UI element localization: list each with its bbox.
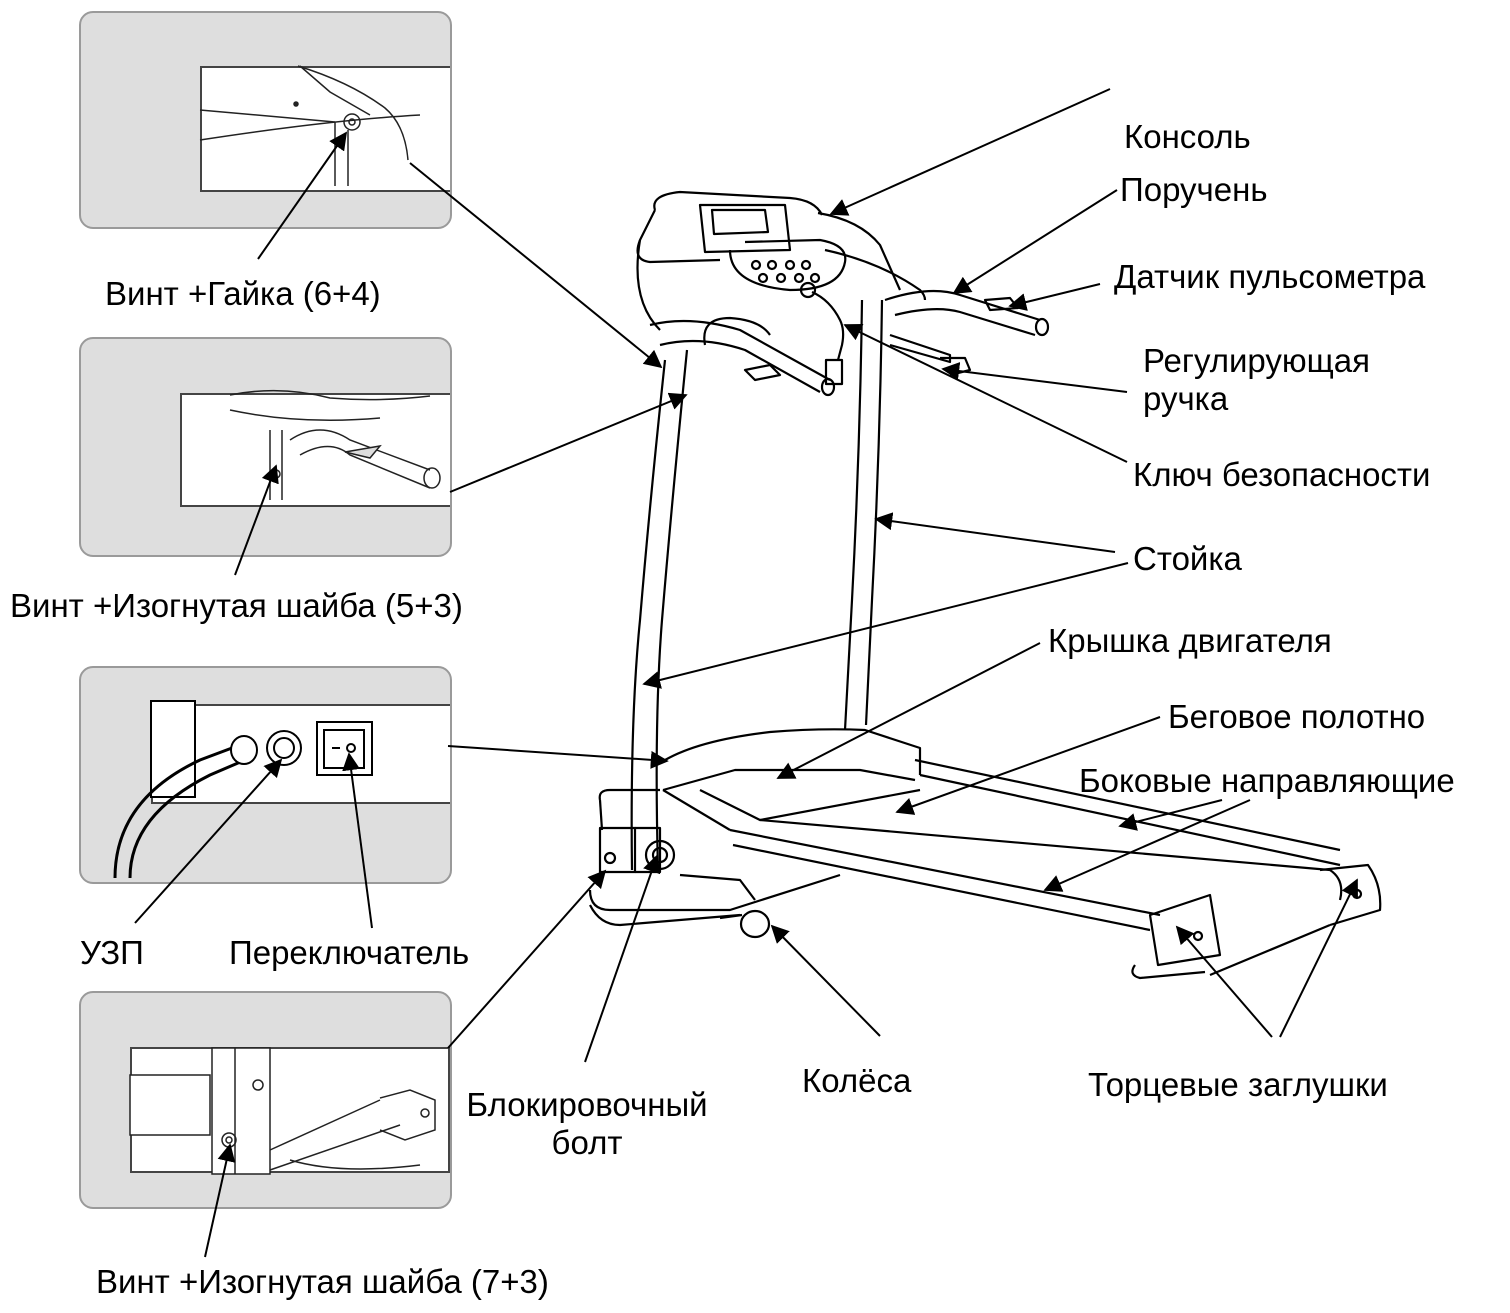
leader-adjust-knob <box>941 362 1128 393</box>
inset-upright-bolt <box>79 337 452 557</box>
label-pulse-sensor: Датчик пульсометра <box>1114 258 1426 295</box>
leader-pulse-sensor <box>1008 283 1101 311</box>
label-rcd: УЗП <box>80 934 144 971</box>
leader-lock-bolt <box>584 854 661 1063</box>
leader-handrail <box>952 189 1118 294</box>
label-motor-cover: Крышка двигателя <box>1048 622 1332 659</box>
leader-motor-cover <box>776 642 1041 779</box>
label-wheels: Колёса <box>802 1062 912 1099</box>
leader-inset2 <box>449 392 688 493</box>
label-side-rails: Боковые направляющие <box>1079 762 1455 799</box>
leader-console <box>829 88 1111 216</box>
leader-side-rail-1 <box>1118 799 1223 831</box>
treadmill-sketch <box>588 190 1382 980</box>
leader-inset4 <box>447 869 607 1049</box>
inset4-sketch <box>129 1047 436 1175</box>
label-switch: Переключатель <box>229 934 470 971</box>
leader-screw-washer-upper <box>234 464 279 576</box>
leader-inset1 <box>409 162 663 369</box>
label-end-caps: Торцевые заглушки <box>1088 1066 1388 1103</box>
label-screw-washer-lower: Винт +Изогнутая шайба (7+3) <box>96 1263 549 1300</box>
label-upright: Стойка <box>1133 540 1242 577</box>
leader-wheels <box>770 924 881 1037</box>
label-lock-bolt-text: Блокировочный болт <box>466 1086 708 1161</box>
label-safety-key: Ключ безопасности <box>1133 456 1431 493</box>
label-running-belt: Беговое полотно <box>1168 698 1426 735</box>
leader-inset3 <box>447 745 669 769</box>
label-console: Консоль <box>1124 118 1251 155</box>
inset1-sketch <box>199 65 421 186</box>
leader-running-belt <box>895 716 1161 815</box>
label-screw-washer-upper: Винт +Изогнутая шайба (5+3) <box>10 587 463 624</box>
leader-rcd <box>134 758 283 924</box>
inset3-sketch <box>113 700 373 879</box>
leader-side-rail-2 <box>1043 799 1251 892</box>
leader-upright-right <box>874 512 1116 553</box>
leader-end-cap-2 <box>1279 878 1358 1038</box>
label-adjust-knob-text: Регулирующая ручка <box>1143 342 1371 417</box>
leader-screw-nut <box>257 131 348 260</box>
inset-power-panel-photo <box>151 704 450 804</box>
leader-switch <box>342 752 373 929</box>
leader-end-cap-1 <box>1175 925 1273 1038</box>
leader-lines <box>134 88 1358 1258</box>
label-adjust-knob: Регулирующая ручка <box>1143 342 1370 418</box>
leader-screw-washer-lower <box>204 1143 236 1258</box>
label-screw-nut: Винт +Гайка (6+4) <box>105 275 381 312</box>
leader-upright-left <box>642 562 1129 689</box>
label-lock-bolt: Блокировочный болт <box>450 1086 724 1162</box>
label-handrail: Поручень <box>1120 171 1268 208</box>
inset-upright-bolt-photo <box>180 393 450 507</box>
inset2-sketch <box>229 389 441 500</box>
leader-safety-key <box>843 323 1128 463</box>
